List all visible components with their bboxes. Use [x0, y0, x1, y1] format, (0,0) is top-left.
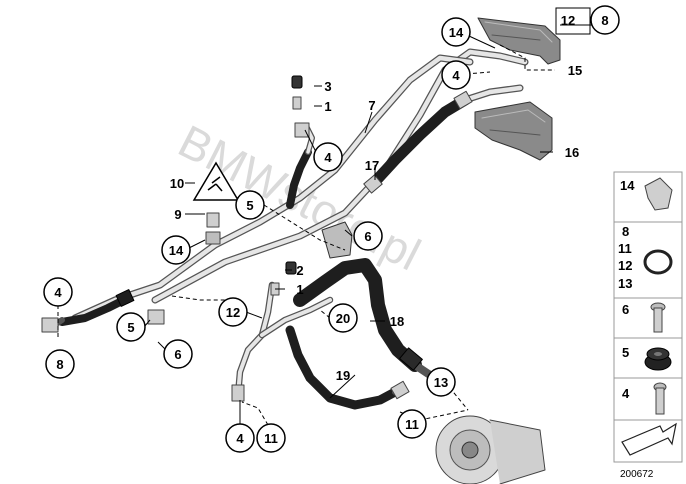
warning-triangle-icon [192, 161, 240, 201]
o-ring-icon [643, 249, 673, 275]
fitting-lower-left [147, 309, 165, 325]
callout-label: 11 [405, 417, 419, 432]
direction-arrow-icon [621, 422, 677, 456]
bracket-lower [474, 101, 553, 161]
callout-circle [163, 339, 193, 369]
screw-icon [650, 302, 666, 333]
reference-number: 200672 [620, 469, 654, 480]
fitting-upper [294, 122, 310, 138]
legend-row1-label: 14 [620, 178, 635, 193]
callout-circle [43, 277, 73, 307]
callout-label: 9 [174, 207, 181, 222]
callout-label: 2 [296, 263, 303, 278]
bracket-mid [321, 221, 353, 259]
callout-circle [397, 409, 427, 439]
callout-label: 17 [365, 158, 379, 173]
callout-label: 7 [368, 98, 375, 113]
pipe-14 [71, 54, 474, 322]
legend-panel: 14 8 11 12 13 6 5 4 [613, 171, 683, 463]
ac-compressor [435, 415, 546, 484]
callout-label: 12 [226, 305, 240, 320]
pipe-7 [151, 48, 529, 304]
callout-label: 1 [296, 282, 303, 297]
legend-row2-label: 12 [618, 258, 632, 273]
callout-label: 4 [54, 285, 62, 300]
callout-circle [426, 367, 456, 397]
callout-circle [313, 142, 343, 172]
legend-row3-label: 6 [622, 302, 629, 317]
callout-label: 1 [324, 99, 331, 114]
callout-circle [328, 303, 358, 333]
callout-circle [256, 423, 286, 453]
legend-row2-label: 8 [622, 224, 629, 239]
callout-label: 12 [561, 13, 575, 28]
callout-label: 5 [246, 198, 253, 213]
callout-label: 18 [390, 314, 404, 329]
hose-18 [293, 258, 434, 379]
callout-circle [116, 312, 146, 342]
pipe-12 [231, 281, 334, 402]
legend-row2-label: 13 [618, 276, 632, 291]
callout-box [555, 7, 591, 35]
callout-circle [441, 17, 471, 47]
callout-label: 5 [127, 320, 134, 335]
legend-row5-label: 4 [622, 386, 630, 401]
callout-label: 10 [170, 176, 184, 191]
callout-circle [218, 297, 248, 327]
callout-circle [590, 5, 620, 35]
hose-17 [363, 84, 524, 194]
callout-circle [235, 190, 265, 220]
callout-circle [225, 423, 255, 453]
bolt-icon [653, 382, 667, 415]
bracket-upper [477, 17, 561, 65]
pressure-switch [205, 212, 221, 245]
callout-label: 4 [324, 150, 332, 165]
callout-label: 8 [601, 13, 608, 28]
callout-label: 16 [565, 145, 579, 160]
callout-label: 14 [449, 25, 464, 40]
callout-label: 14 [169, 243, 184, 258]
callout-label: 4 [452, 68, 460, 83]
legend-row4-label: 5 [622, 345, 629, 360]
callout-circle [161, 235, 191, 265]
callout-circle [441, 60, 471, 90]
callout-label: 15 [568, 63, 582, 78]
callout-circle [353, 221, 383, 251]
callout-label: 6 [364, 229, 371, 244]
parts-illustration [41, 17, 561, 484]
callout-label: 13 [434, 375, 448, 390]
legend-row2-label: 11 [618, 241, 632, 256]
callout-label: 11 [264, 431, 278, 446]
grommet-icon [644, 347, 672, 371]
clip-icon [644, 177, 673, 211]
callout-label: 4 [236, 431, 244, 446]
callout-label: 8 [56, 357, 63, 372]
callout-label: 6 [174, 347, 181, 362]
callout-label: 20 [336, 311, 350, 326]
callout-label: 3 [324, 79, 331, 94]
hose-left-end [41, 289, 135, 333]
callout-label: 19 [336, 368, 350, 383]
callouts: 14 12 8 4 15 3 1 7 16 4 17 10 5 9 6 14 [43, 5, 620, 453]
callout-circle [45, 349, 75, 379]
